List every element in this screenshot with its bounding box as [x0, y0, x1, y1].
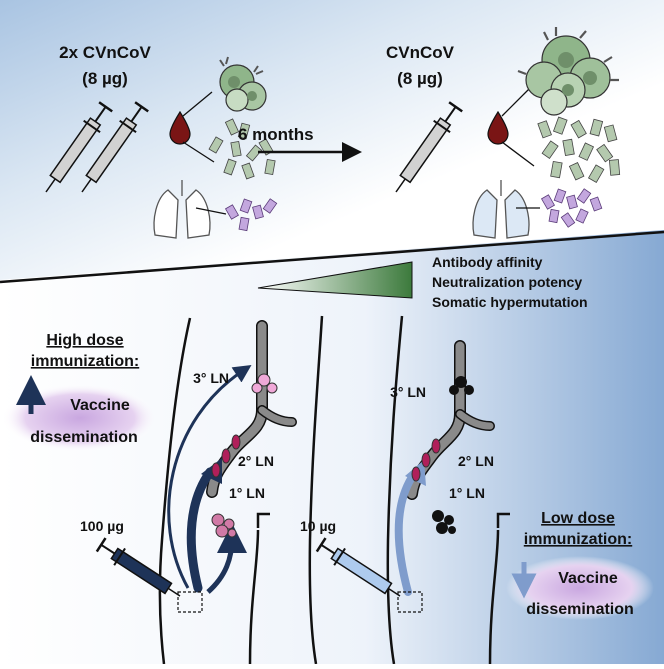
lymph-node-label: 2° LN	[458, 453, 494, 469]
b-cell-cluster-icon	[517, 27, 619, 116]
boost-amount-label: (8 µg)	[397, 69, 443, 88]
lungs-icon	[472, 180, 530, 239]
lymph-node-3-icon	[449, 376, 474, 395]
dissemination-arrow	[394, 470, 418, 596]
gradient-label: Neutralization potency	[432, 274, 582, 290]
purple-antibody-cluster-icon	[540, 188, 603, 228]
purple-antibody-cluster-icon	[224, 198, 278, 232]
syringe-icon	[315, 537, 401, 597]
tissue-boundary	[308, 315, 324, 665]
boost-dose-label: CVnCoV	[386, 43, 455, 62]
tissue-boundary	[158, 317, 192, 665]
antibody-cluster-icon	[537, 116, 621, 183]
lymph-node-1-icon	[432, 510, 456, 534]
lymph-node-label: 3° LN	[193, 370, 229, 386]
blood-drop-icon	[169, 110, 191, 145]
tissue-boundary	[386, 315, 404, 665]
tissue-boundary	[256, 512, 270, 528]
callout-line	[501, 141, 535, 167]
bottom-panel-background	[0, 230, 664, 664]
lymph-node-label: 1° LN	[229, 485, 265, 501]
syringe-icon	[81, 101, 149, 193]
effect-highlight	[506, 556, 654, 620]
high-dose-effect: dissemination	[30, 429, 138, 446]
low-dose-heading: Low dose	[541, 510, 615, 527]
lymph-node-1-icon	[211, 513, 237, 538]
low-dose-effect: dissemination	[526, 601, 634, 618]
syringe-icon	[45, 101, 113, 193]
injection-site-box	[397, 591, 423, 613]
lymph-node-label: 3° LN	[390, 384, 426, 400]
high-dose-heading: immunization:	[31, 353, 139, 370]
gradient-label: Antibody affinity	[432, 254, 543, 270]
tissue-boundary	[488, 529, 500, 665]
injection-site-box	[177, 591, 203, 613]
prime-amount-label: (8 µg)	[82, 69, 128, 88]
dissemination-arrow	[167, 365, 252, 589]
low-dose-effect: Vaccine	[558, 570, 618, 587]
blood-drop-icon	[487, 110, 509, 145]
panel-divider	[0, 230, 664, 284]
antibody-cluster-icon	[208, 118, 276, 180]
callout-line	[182, 91, 213, 117]
lymph-node-label: 1° LN	[449, 485, 485, 501]
syringe-icon	[395, 101, 463, 193]
gradient-label: Somatic hypermutation	[432, 294, 588, 310]
lymph-node-label: 2° LN	[238, 453, 274, 469]
tissue-boundary	[496, 512, 510, 528]
high-dose-highlight	[2, 325, 172, 455]
low-dose-heading: immunization:	[524, 531, 632, 548]
dissemination-arrow	[186, 467, 215, 593]
syringe-icon	[95, 537, 181, 597]
lymph-node-3-icon	[251, 373, 278, 394]
high-dose-heading: High dose	[46, 332, 123, 349]
lymph-node-2-icon	[411, 438, 441, 482]
prime-dose-label: 2x CVnCoV	[59, 43, 151, 62]
high-dose-effect: Vaccine	[70, 397, 130, 414]
lymph-node-2-icon	[211, 434, 241, 478]
high-dose-amount: 100 µg	[80, 518, 124, 534]
tissue-boundary	[248, 529, 260, 665]
dissemination-arrow	[206, 523, 247, 594]
interval-label: 6 months	[238, 125, 314, 144]
callout-line	[182, 141, 215, 163]
increase-gradient-wedge	[257, 261, 413, 299]
callout-line	[195, 207, 227, 215]
low-dose-amount: 10 µg	[300, 518, 336, 534]
b-cell-cluster-icon	[219, 56, 267, 112]
lungs-icon	[153, 180, 211, 239]
